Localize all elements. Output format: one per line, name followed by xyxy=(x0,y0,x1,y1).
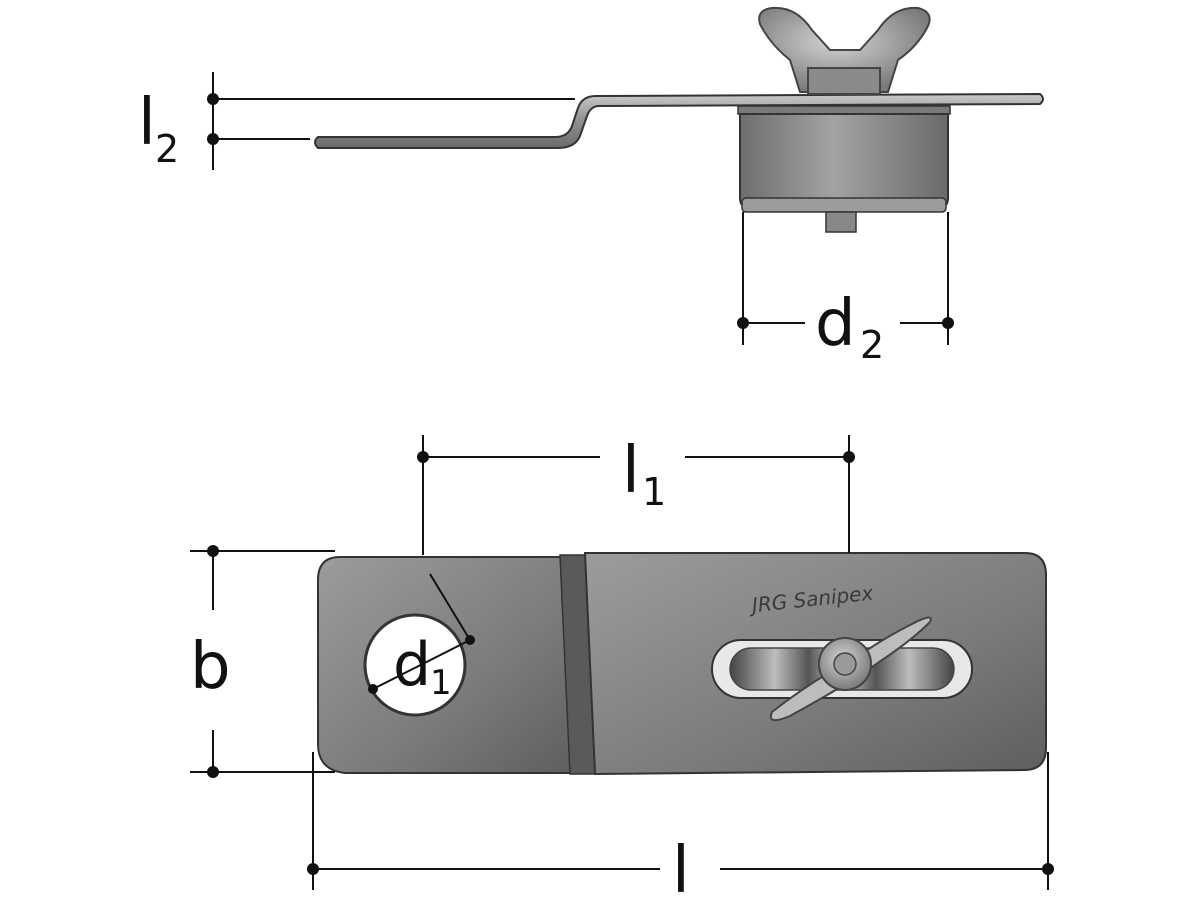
hole-d1 xyxy=(363,613,467,717)
label-d1: d xyxy=(393,630,431,700)
dimension-l1: l 1 xyxy=(417,434,855,555)
label-l1: l xyxy=(622,434,640,508)
dimension-l2: l 2 xyxy=(138,72,575,171)
rubber-plug xyxy=(737,105,951,233)
label-l2: l xyxy=(138,86,156,160)
label-d2: d xyxy=(815,287,856,361)
dimension-d1: d 1 xyxy=(368,573,475,703)
wing-nut-side xyxy=(758,6,931,95)
label-d2-sub: 2 xyxy=(860,323,884,367)
label-d1-sub: 1 xyxy=(430,663,452,703)
label-l: l xyxy=(672,834,690,900)
dimension-d2: d 2 xyxy=(737,212,954,367)
label-l2-sub: 2 xyxy=(155,127,179,171)
dimension-b: b xyxy=(190,545,335,778)
plan-view: JRG Sanipex l 1 b d xyxy=(190,434,1054,900)
bent-strip xyxy=(314,92,1044,149)
dimension-l: l xyxy=(307,752,1054,900)
wing-nut-plan xyxy=(769,616,932,722)
side-view: l 2 d 2 xyxy=(138,6,1044,367)
label-b: b xyxy=(190,630,231,704)
label-l1-sub: 1 xyxy=(642,470,666,514)
